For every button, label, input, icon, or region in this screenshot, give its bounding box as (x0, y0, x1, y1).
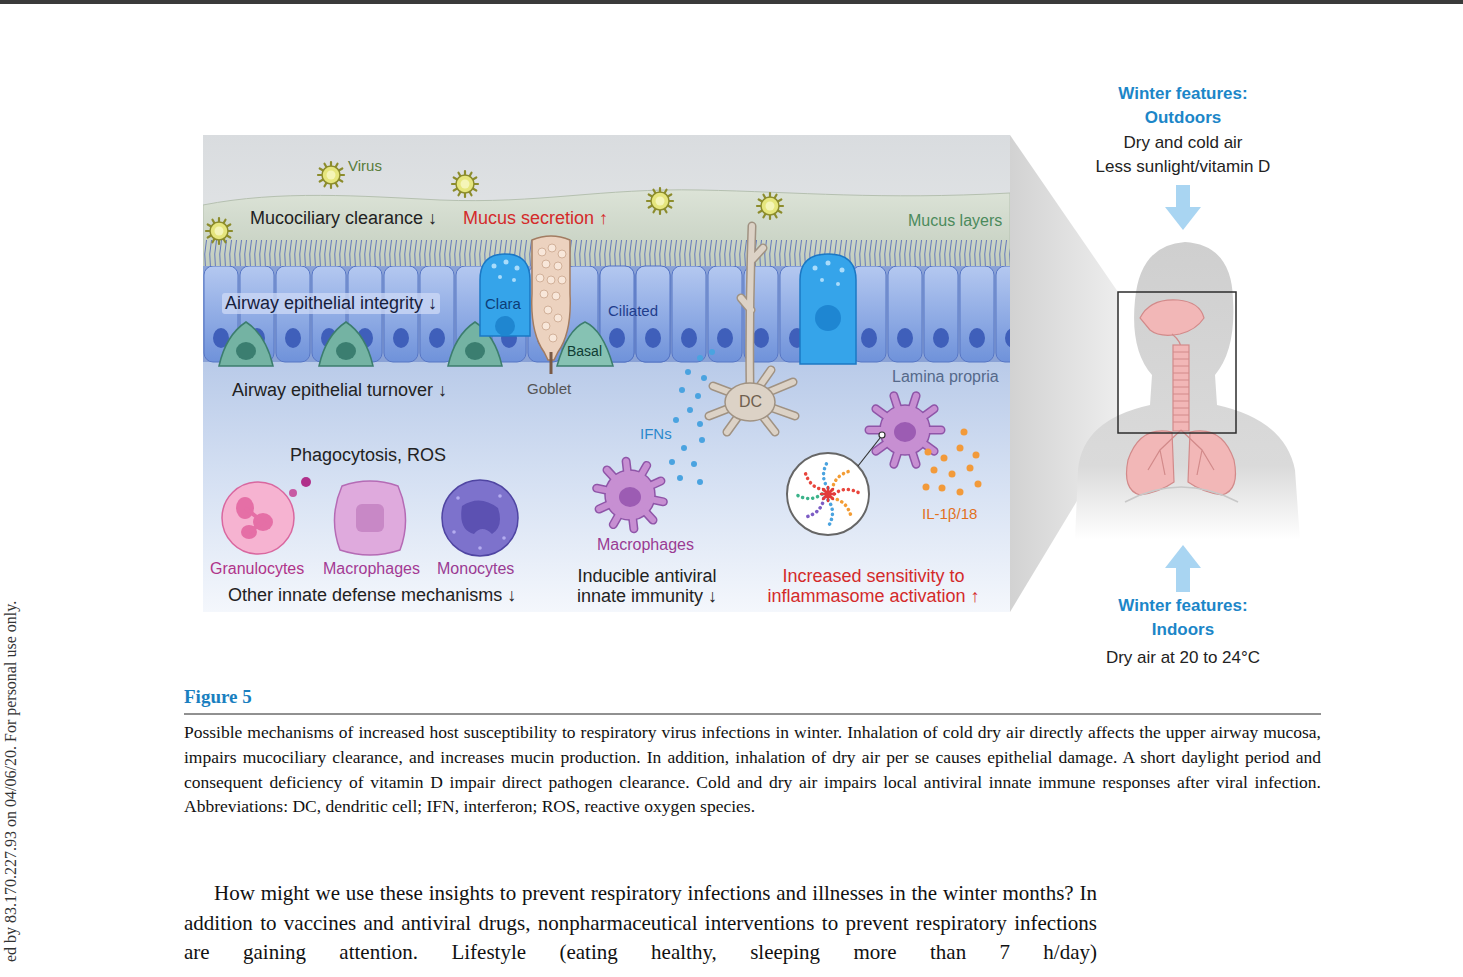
feature-heading: Winter features: (1063, 84, 1303, 104)
cytokine-label: IL-1β/18 (922, 505, 977, 522)
clara-cell: Clara (476, 250, 534, 336)
cell-label: Granulocytes (210, 560, 304, 578)
effect-label: Mucociliary clearance ↓ (250, 208, 437, 229)
effect-label: Increased sensitivity to inflammasome ac… (756, 566, 991, 606)
cytokine-label: IFNs (640, 425, 672, 442)
ciliated-cell: Ciliated (599, 266, 671, 364)
macrophage: Macrophages (320, 478, 428, 580)
virus-label: Virus (348, 157, 382, 174)
body-text: How might we use these insights to preve… (184, 879, 1097, 968)
cell-label: Basal (567, 344, 602, 359)
effect-label: Airway epithelial integrity ↓ (222, 293, 440, 314)
effect-label: Airway epithelial turnover ↓ (232, 380, 447, 401)
effect-label: Phagocytosis, ROS (290, 445, 446, 466)
effect-label: Mucus secretion ↑ (463, 208, 608, 229)
effect-label: Inducible antiviral innate immunity ↓ (557, 566, 737, 606)
macrophage: Macrophages (590, 452, 702, 556)
feature-heading: Indoors (1063, 620, 1303, 640)
effect-label: Other innate defense mechanisms ↓ (228, 585, 516, 606)
goblet-cell-shape (520, 232, 582, 402)
dendritic-cell: DC (705, 220, 800, 435)
figure-title: Figure 5 (184, 686, 252, 708)
feature-heading: Outdoors (1063, 108, 1303, 128)
figure-caption: Possible mechanisms of increased host su… (184, 720, 1321, 819)
basal-cell: Basal (555, 320, 615, 368)
feature-text: Dry and cold air (1063, 133, 1303, 153)
cell-label: Macrophages (323, 560, 420, 578)
granulocyte: Granulocytes (205, 478, 317, 580)
clara-cell-shape (476, 250, 534, 336)
margin-note: ed by 83.170.227.93 on 04/06/20. For per… (2, 601, 20, 962)
cell-label: Monocytes (437, 560, 514, 578)
feature-text: Dry air at 20 to 24°C (1063, 648, 1303, 668)
feature-text: Less sunlight/vitamin D (1063, 157, 1303, 177)
cell-label: Clara (485, 296, 521, 313)
cell-label: Goblet (527, 381, 571, 398)
cell-label: Ciliated (608, 303, 658, 320)
monocyte: Monocytes (434, 476, 526, 580)
cell-label: DC (739, 393, 762, 411)
cell-label: Macrophages (597, 536, 694, 554)
feature-heading: Winter features: (1063, 596, 1303, 616)
goblet-cell: Goblet (520, 232, 582, 402)
layer-label: Mucus layers (908, 212, 1002, 230)
layer-label: Lamina propria (892, 368, 999, 386)
